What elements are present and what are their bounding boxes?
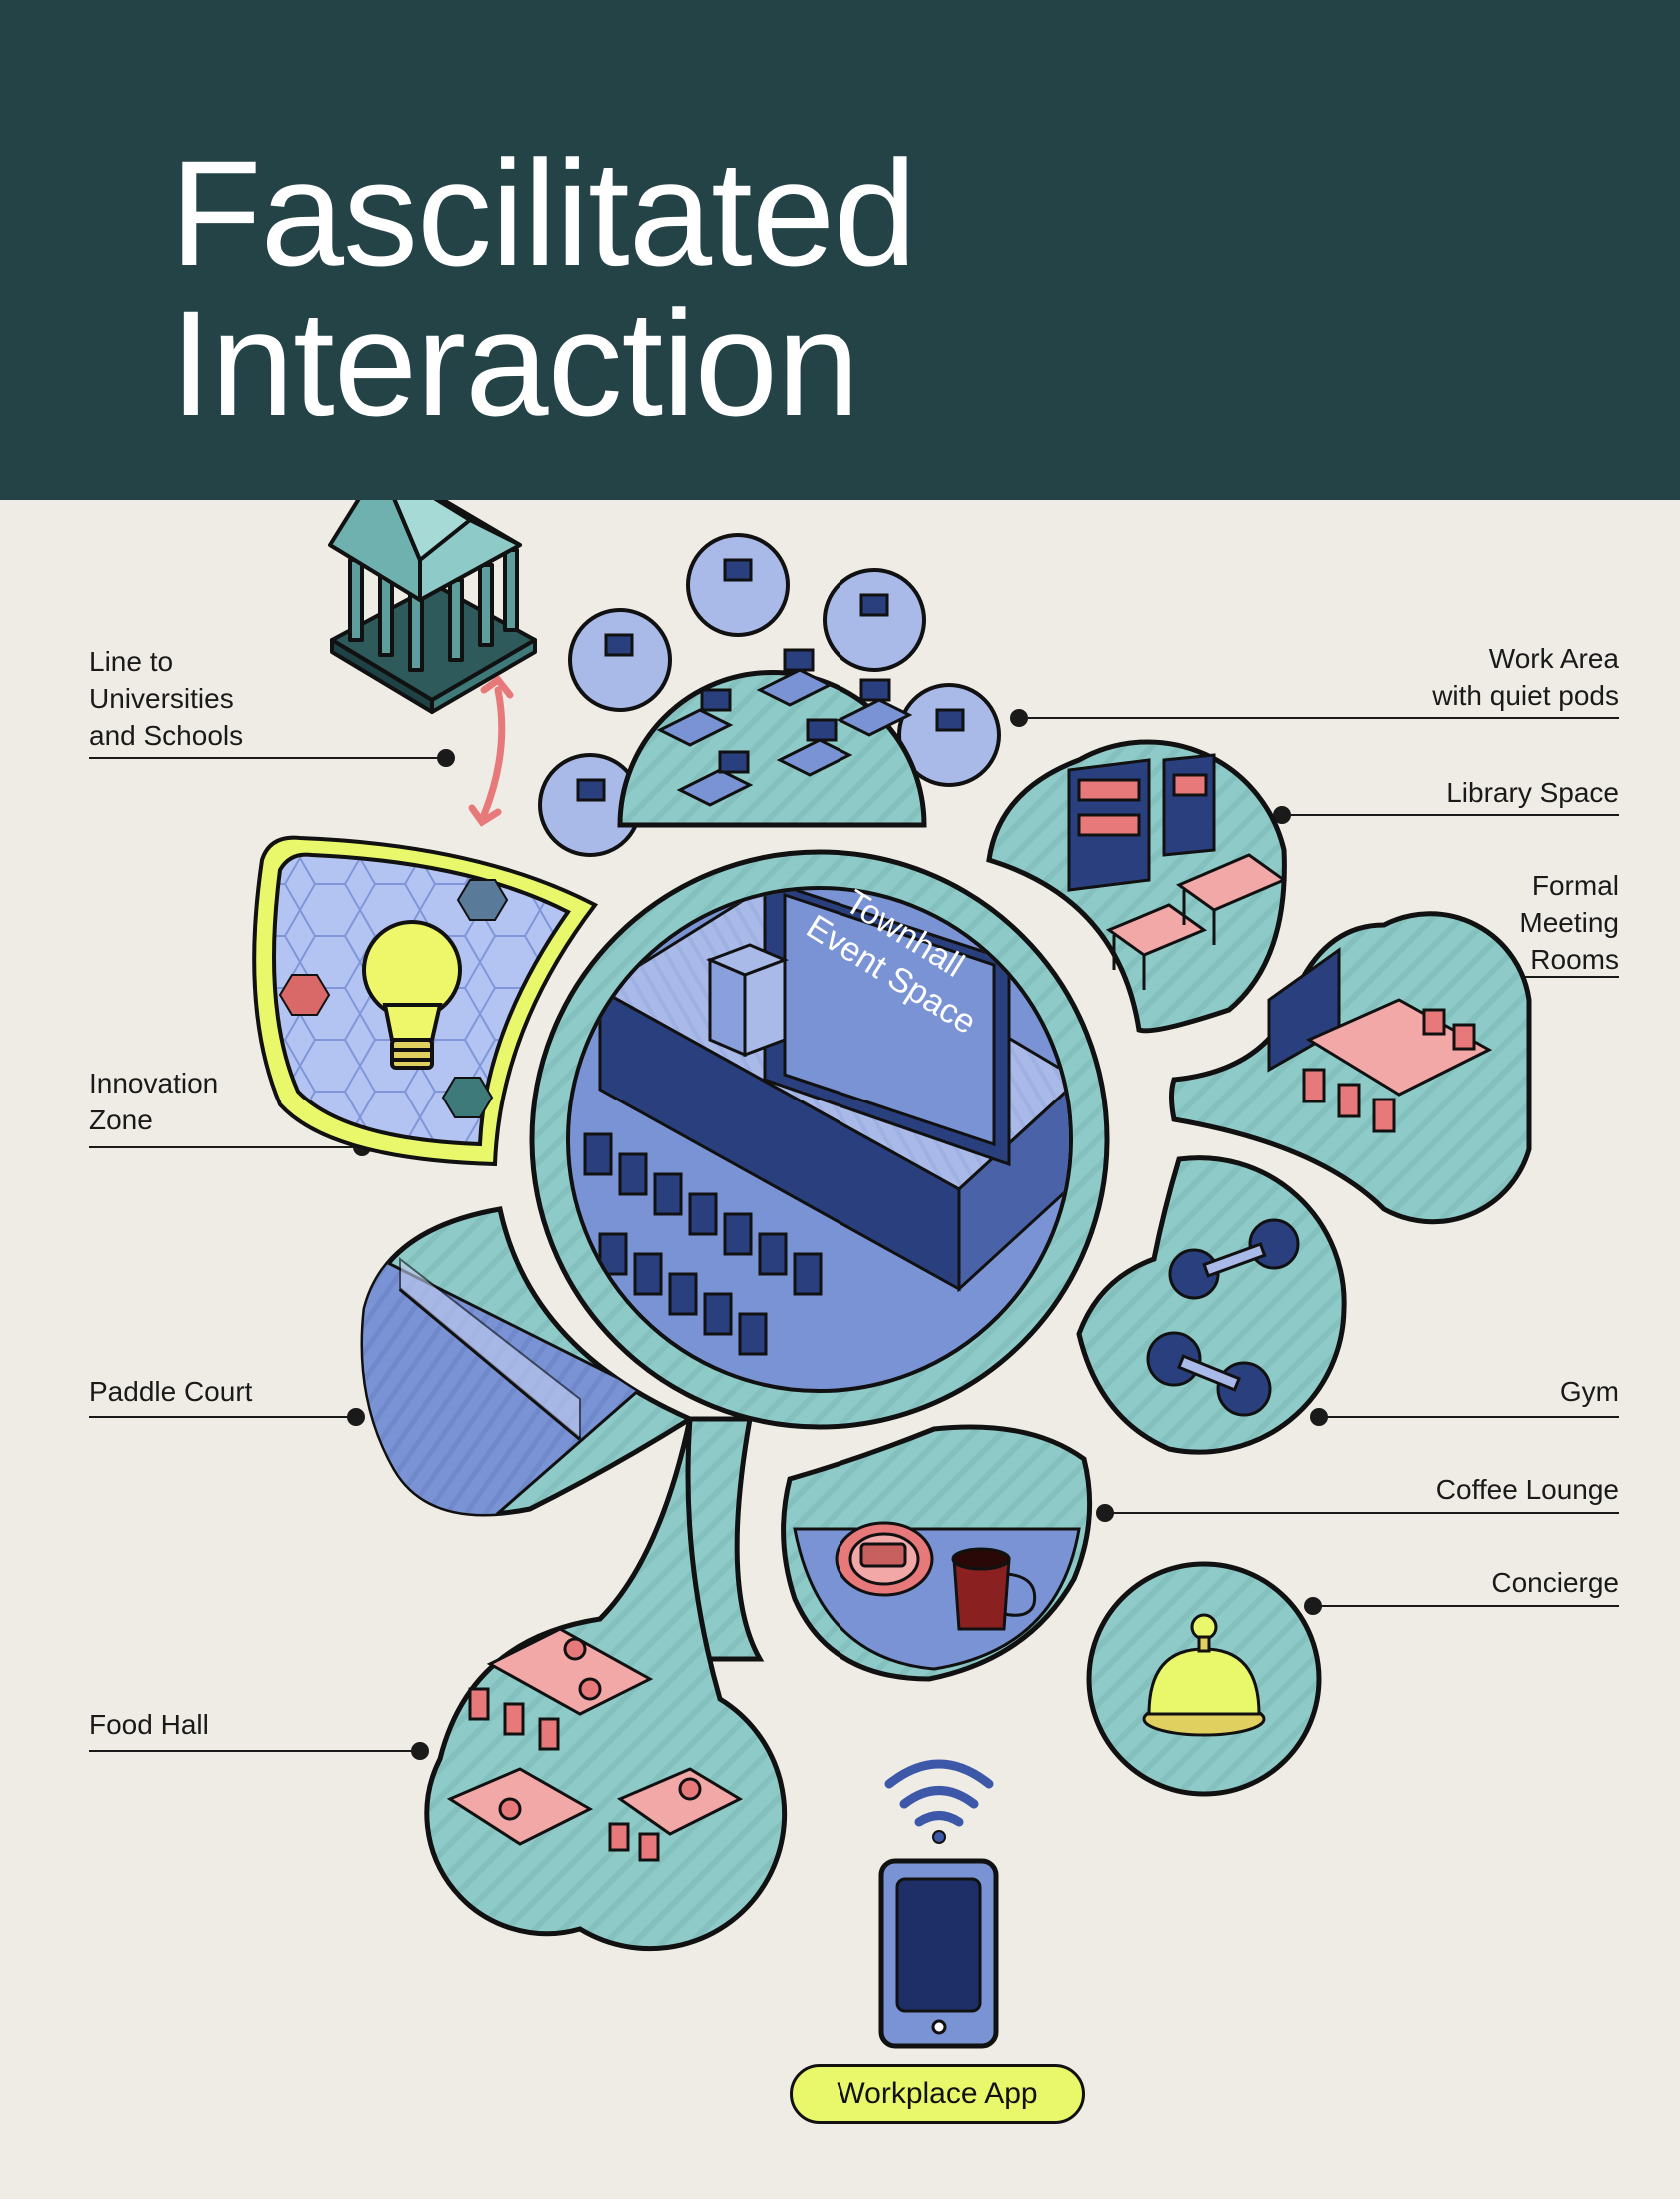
- library-space: [986, 739, 1288, 1034]
- work-area: [538, 533, 1001, 857]
- label-meeting-rooms: Formal Meeting Rooms: [1519, 870, 1619, 975]
- townhall-event-space: Townhall Event Space: [529, 849, 1110, 1662]
- innovation-zone: [252, 835, 599, 1167]
- bank-icon: [328, 500, 537, 714]
- label-coffee-lounge: Coffee Lounge: [1435, 1474, 1619, 1505]
- label-work-area: Work Area with quiet pods: [1432, 643, 1619, 711]
- title-line-1: Fascilitated: [170, 129, 917, 297]
- food-hall: [424, 1418, 788, 1952]
- wifi-icon: [884, 1759, 994, 1844]
- label-innovation-zone: Innovation Zone: [89, 1068, 219, 1135]
- workplace-app-button[interactable]: Workplace App: [790, 2064, 1085, 2124]
- concierge: [1086, 1561, 1322, 1797]
- service-bell-icon: [1142, 1613, 1266, 1737]
- header-banner: [0, 0, 1680, 500]
- meeting-rooms: [1169, 911, 1532, 1225]
- connection-arrow-icon: [468, 675, 514, 827]
- dumbbell-icon: [1146, 1331, 1272, 1417]
- label-concierge: Concierge: [1491, 1567, 1619, 1598]
- page-title: Fascilitated Interaction: [170, 129, 917, 447]
- coffee-lounge: [781, 1424, 1093, 1682]
- floorplan-illustration: Townhall Event Space: [89, 500, 1619, 2049]
- label-food-hall: Food Hall: [89, 1709, 209, 1740]
- label-universities: Line to Universities and Schools: [89, 646, 244, 751]
- title-line-2: Interaction: [170, 279, 859, 447]
- label-paddle-court: Paddle Court: [89, 1376, 253, 1407]
- lightbulb-icon: [362, 920, 462, 1070]
- coffee-cup-icon: [951, 1547, 1037, 1631]
- paddle-court: [360, 1206, 696, 1517]
- leader-lines: [89, 709, 1619, 1760]
- dumbbell-icon: [1168, 1218, 1300, 1300]
- label-gym: Gym: [1559, 1376, 1619, 1407]
- gym: [1076, 1155, 1347, 1455]
- label-library: Library Space: [1446, 777, 1619, 808]
- smartphone-icon: [878, 1858, 999, 2049]
